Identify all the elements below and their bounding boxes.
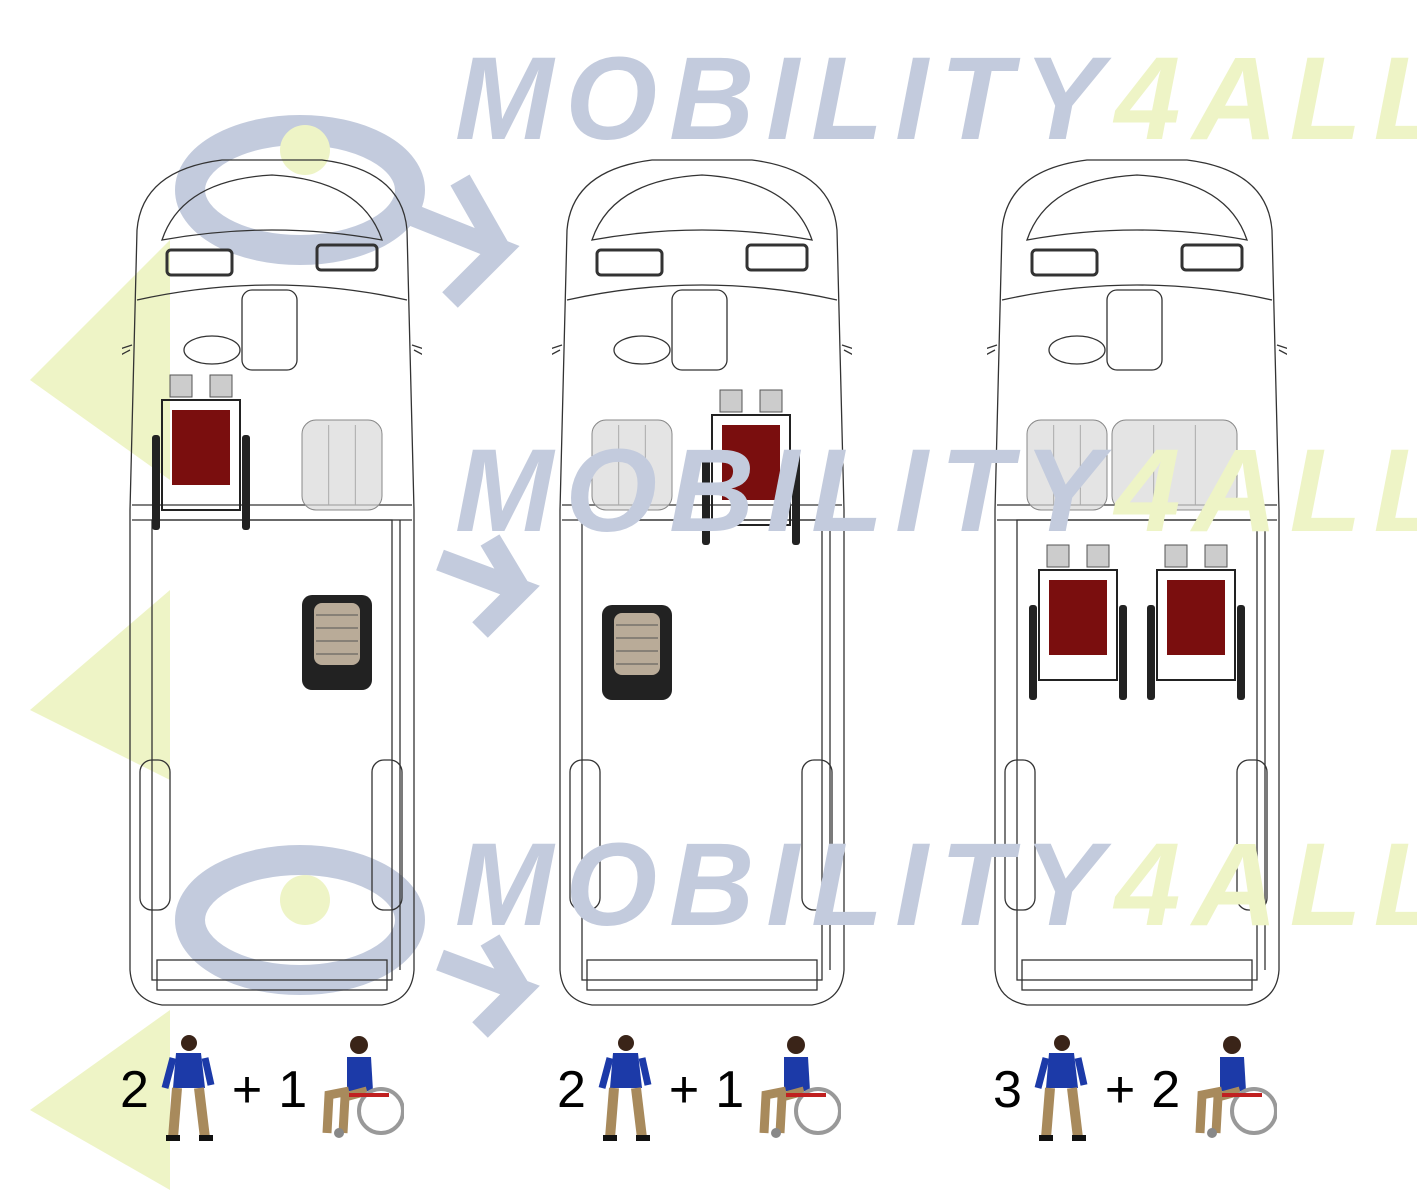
seat <box>1111 419 1238 511</box>
watermark-part2: 4ALL <box>1114 33 1417 165</box>
wheelchair <box>1147 544 1245 700</box>
wheelchair-user-icon <box>319 1033 406 1148</box>
seat <box>301 419 383 511</box>
seated-count: 2 <box>557 1061 586 1119</box>
caption-layout-1: 2 + 1 <box>120 1030 406 1150</box>
van-body <box>129 159 415 1006</box>
wheelchair <box>702 389 800 545</box>
walking-person-icon <box>598 1033 653 1148</box>
seated-count: 2 <box>120 1061 149 1119</box>
plus-sign: + <box>1104 1061 1136 1119</box>
wheelchair-user-icon <box>756 1033 843 1148</box>
van-layout-2 <box>531 150 873 1020</box>
seated-count: 3 <box>993 1061 1022 1119</box>
wheelchair-user-icon <box>1192 1033 1279 1148</box>
caption-layout-2: 2 + 1 <box>557 1030 843 1150</box>
swivel-seat <box>602 605 672 700</box>
watermark-logo-middle <box>30 534 540 780</box>
van-layout-1 <box>101 150 443 1020</box>
van-top-view <box>531 159 873 1006</box>
swivel-seat <box>302 595 372 690</box>
van-body <box>559 159 845 1006</box>
van-layout-3 <box>966 150 1308 1020</box>
windshield <box>591 174 813 241</box>
watermark-part1: MOBILITY <box>455 33 1115 165</box>
wheelchair-count: 1 <box>278 1061 308 1119</box>
caption-layout-3: 3 + 2 <box>993 1030 1279 1150</box>
van-body <box>994 159 1280 1006</box>
seat <box>1026 419 1108 511</box>
windshield <box>161 174 383 241</box>
wheelchair <box>152 374 250 530</box>
walking-person-icon <box>1034 1033 1089 1148</box>
wheelchair-count: 1 <box>715 1061 745 1119</box>
plus-sign: + <box>231 1061 263 1119</box>
van-top-view <box>966 159 1308 1006</box>
wheelchair <box>1029 544 1127 700</box>
seat <box>591 419 673 511</box>
windshield <box>1026 174 1248 241</box>
walking-person-icon <box>161 1033 216 1148</box>
van-top-view <box>101 159 443 1006</box>
wheelchair-count: 2 <box>1151 1061 1181 1119</box>
watermark-text: MOBILITY4ALL <box>455 40 1417 158</box>
plus-sign: + <box>668 1061 700 1119</box>
